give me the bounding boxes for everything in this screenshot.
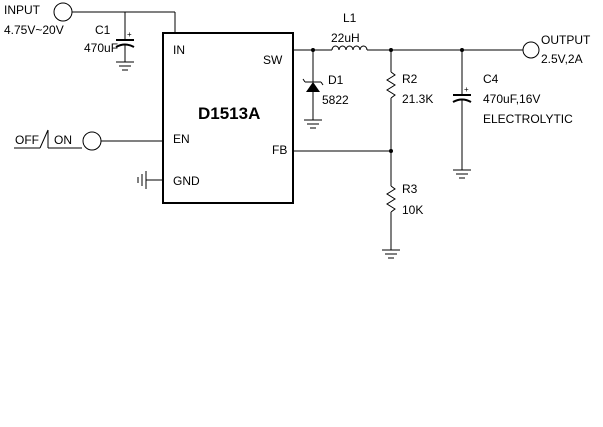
r3-resistor	[386, 151, 396, 250]
l1-ref: L1	[343, 11, 357, 25]
pin-gnd-label: GND	[173, 174, 200, 188]
r2-resistor	[386, 50, 396, 151]
d1-schottky-diode	[302, 50, 324, 120]
switch-on-label: ON	[54, 133, 72, 147]
r3-ground-symbol	[382, 249, 400, 259]
c4-ref: C4	[483, 72, 499, 86]
input-label: INPUT	[4, 3, 41, 17]
pin-en-label: EN	[173, 132, 190, 146]
c1-ground-symbol	[116, 61, 134, 71]
c4-type: ELECTROLYTIC	[483, 112, 573, 126]
enable-switch	[14, 129, 163, 151]
r2-ref: R2	[402, 72, 418, 86]
c1-ref: C1	[95, 23, 111, 37]
svg-text:+: +	[127, 30, 132, 39]
c4-value: 470uF,16V	[483, 92, 540, 106]
r2-value: 21.3K	[402, 92, 433, 106]
c1-capacitor: +	[115, 12, 135, 62]
c4-ground-symbol	[453, 169, 471, 179]
c4-capacitor: +	[452, 50, 472, 170]
output-terminal	[522, 41, 540, 59]
d1-ground-symbol	[304, 119, 322, 129]
output-label: OUTPUT	[541, 33, 591, 47]
input-terminal	[53, 2, 176, 33]
r3-value: 10K	[402, 203, 423, 217]
l1-value: 22uH	[331, 31, 360, 45]
output-rating: 2.5V,2A	[541, 52, 583, 66]
pin-fb-label: FB	[272, 143, 287, 157]
pin-in-label: IN	[173, 43, 185, 57]
d1-ref: D1	[328, 73, 344, 87]
d1-value: 5822	[322, 93, 349, 107]
pin-sw-label: SW	[263, 53, 283, 67]
l1-inductor	[293, 45, 523, 51]
switch-off-label: OFF	[15, 133, 39, 147]
svg-text:+: +	[464, 85, 469, 94]
r3-ref: R3	[402, 182, 418, 196]
chip-body	[162, 32, 294, 204]
chip-name: D1513A	[198, 104, 260, 123]
chip-gnd-ground-symbol	[137, 171, 163, 189]
c1-value: 470uF	[84, 41, 118, 55]
input-range: 4.75V~20V	[4, 23, 64, 37]
